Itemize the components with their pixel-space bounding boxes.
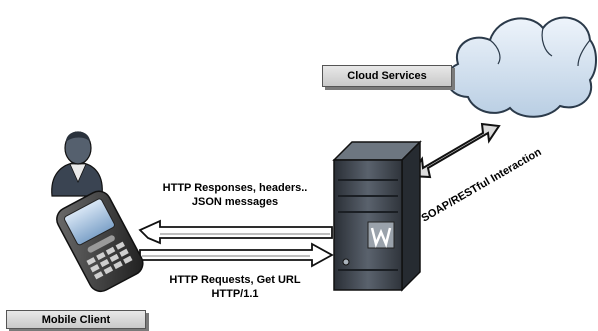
requests-line1: HTTP Requests, Get URL	[169, 274, 301, 286]
interaction-label: SOAP/RESTful Interaction	[420, 146, 544, 225]
cloud-interaction-arrow	[408, 122, 501, 179]
mobile-phone-icon	[56, 190, 144, 293]
mobile-client-label: Mobile Client	[6, 310, 146, 329]
server-icon	[332, 140, 422, 292]
responses-line2: JSON messages	[191, 196, 279, 208]
responses-line1: HTTP Responses, headers..	[162, 182, 308, 194]
user-icon	[51, 131, 103, 197]
request-arrow	[139, 242, 334, 268]
cloud-services-label: Cloud Services	[322, 65, 452, 87]
server-logo-icon	[367, 221, 395, 249]
requests-line2: HTTP/1.1	[211, 288, 259, 300]
cloud-icon	[446, 16, 597, 118]
response-arrow	[138, 219, 333, 245]
